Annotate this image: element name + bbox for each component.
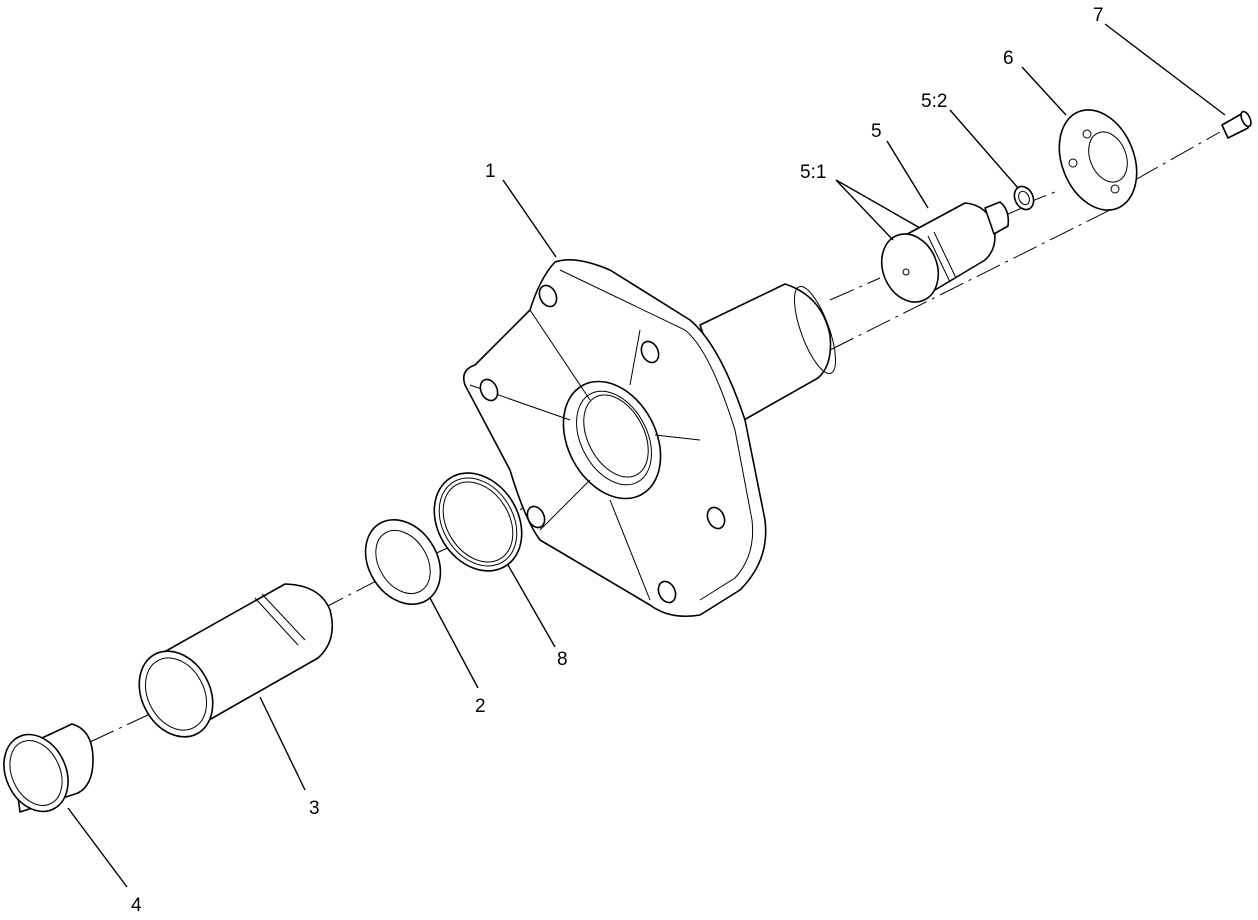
part-8-seal [433,472,523,572]
leader-lines [67,23,1226,888]
part-7-screw [1221,110,1252,139]
part-5-2-oring [1013,185,1035,211]
part-2-washer [364,518,442,606]
callout-3: 3 [309,798,320,819]
callout-4: 4 [131,895,142,916]
callout-5: 5 [871,121,882,142]
part-1-hub [462,259,837,618]
callout-6: 6 [1003,48,1014,69]
callout-1: 1 [485,161,496,182]
callout-7: 7 [1093,5,1104,26]
callout-5-1: 5:1 [800,162,826,183]
part-6-cover-plate [1058,109,1138,211]
callout-8: 8 [557,649,568,670]
callout-2: 2 [475,696,486,717]
part-3-sleeve [138,583,334,738]
part-5-cartridge [880,201,1023,303]
callout-5-2: 5:2 [921,91,947,112]
part-4-bushing [3,723,94,813]
callouts: 1 2 3 4 5 5:1 5:2 6 7 8 [131,5,1104,916]
